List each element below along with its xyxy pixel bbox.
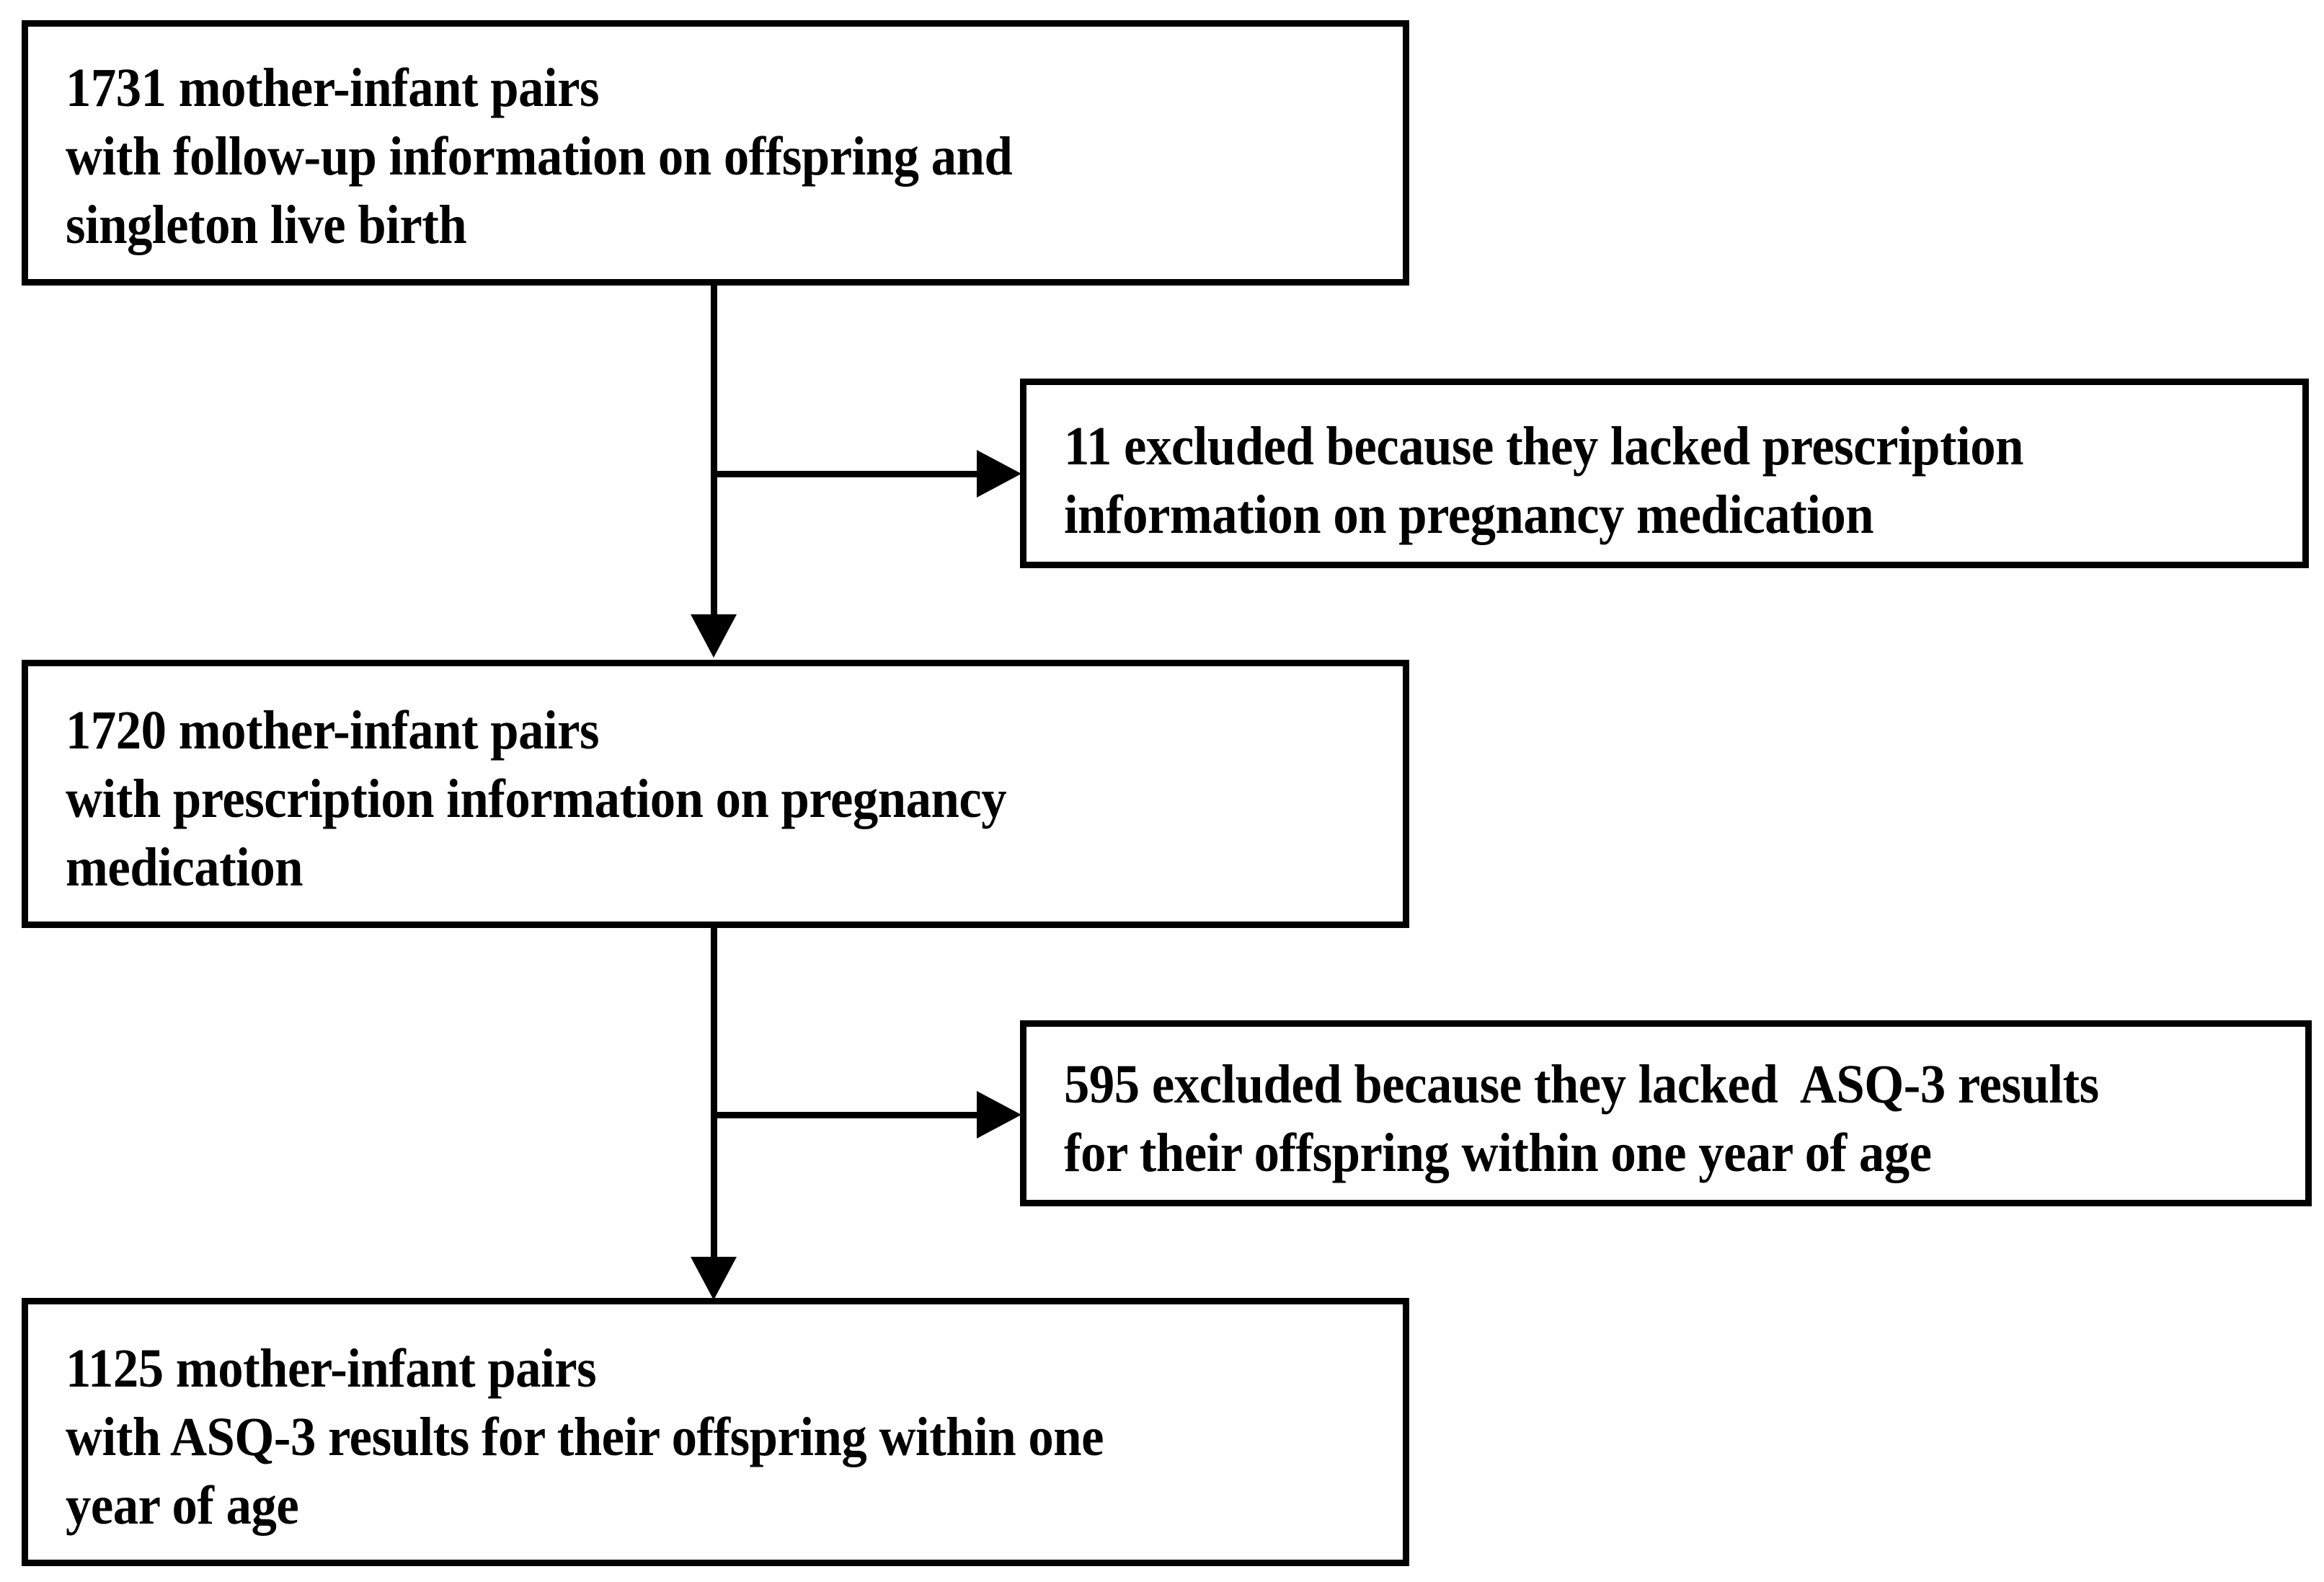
node-cohort-prescription: 1720 mother-infant pairs with prescripti… — [22, 660, 1409, 928]
node-exclusion-asq-label: 595 excluded because they lacked ASQ-3 r… — [1064, 1054, 2099, 1183]
node-cohort-final: 1125 mother-infant pairs with ASQ-3 resu… — [22, 1298, 1409, 1566]
arrowhead-down-icon-1 — [691, 614, 737, 658]
connector-line-exclusion-prescription — [714, 471, 980, 477]
node-cohort-prescription-label: 1720 mother-infant pairs with prescripti… — [66, 700, 1007, 898]
node-cohort-final-label: 1125 mother-infant pairs with ASQ-3 resu… — [66, 1338, 1104, 1536]
node-cohort-initial: 1731 mother-infant pairs with follow-up … — [22, 20, 1409, 286]
arrowhead-right-icon-1 — [977, 450, 1021, 498]
arrowhead-down-icon-2 — [691, 1257, 737, 1300]
connector-line-exclusion-asq — [714, 1112, 980, 1118]
connector-line-initial-to-prescription — [711, 285, 717, 617]
arrowhead-right-icon-2 — [977, 1091, 1021, 1139]
node-exclusion-prescription-label: 11 excluded because they lacked prescrip… — [1064, 416, 2023, 545]
node-exclusion-prescription: 11 excluded because they lacked prescrip… — [1020, 379, 2309, 568]
node-cohort-initial-label: 1731 mother-infant pairs with follow-up … — [66, 58, 1013, 255]
connector-line-prescription-to-final — [711, 927, 717, 1260]
node-exclusion-asq: 595 excluded because they lacked ASQ-3 r… — [1020, 1020, 2312, 1206]
